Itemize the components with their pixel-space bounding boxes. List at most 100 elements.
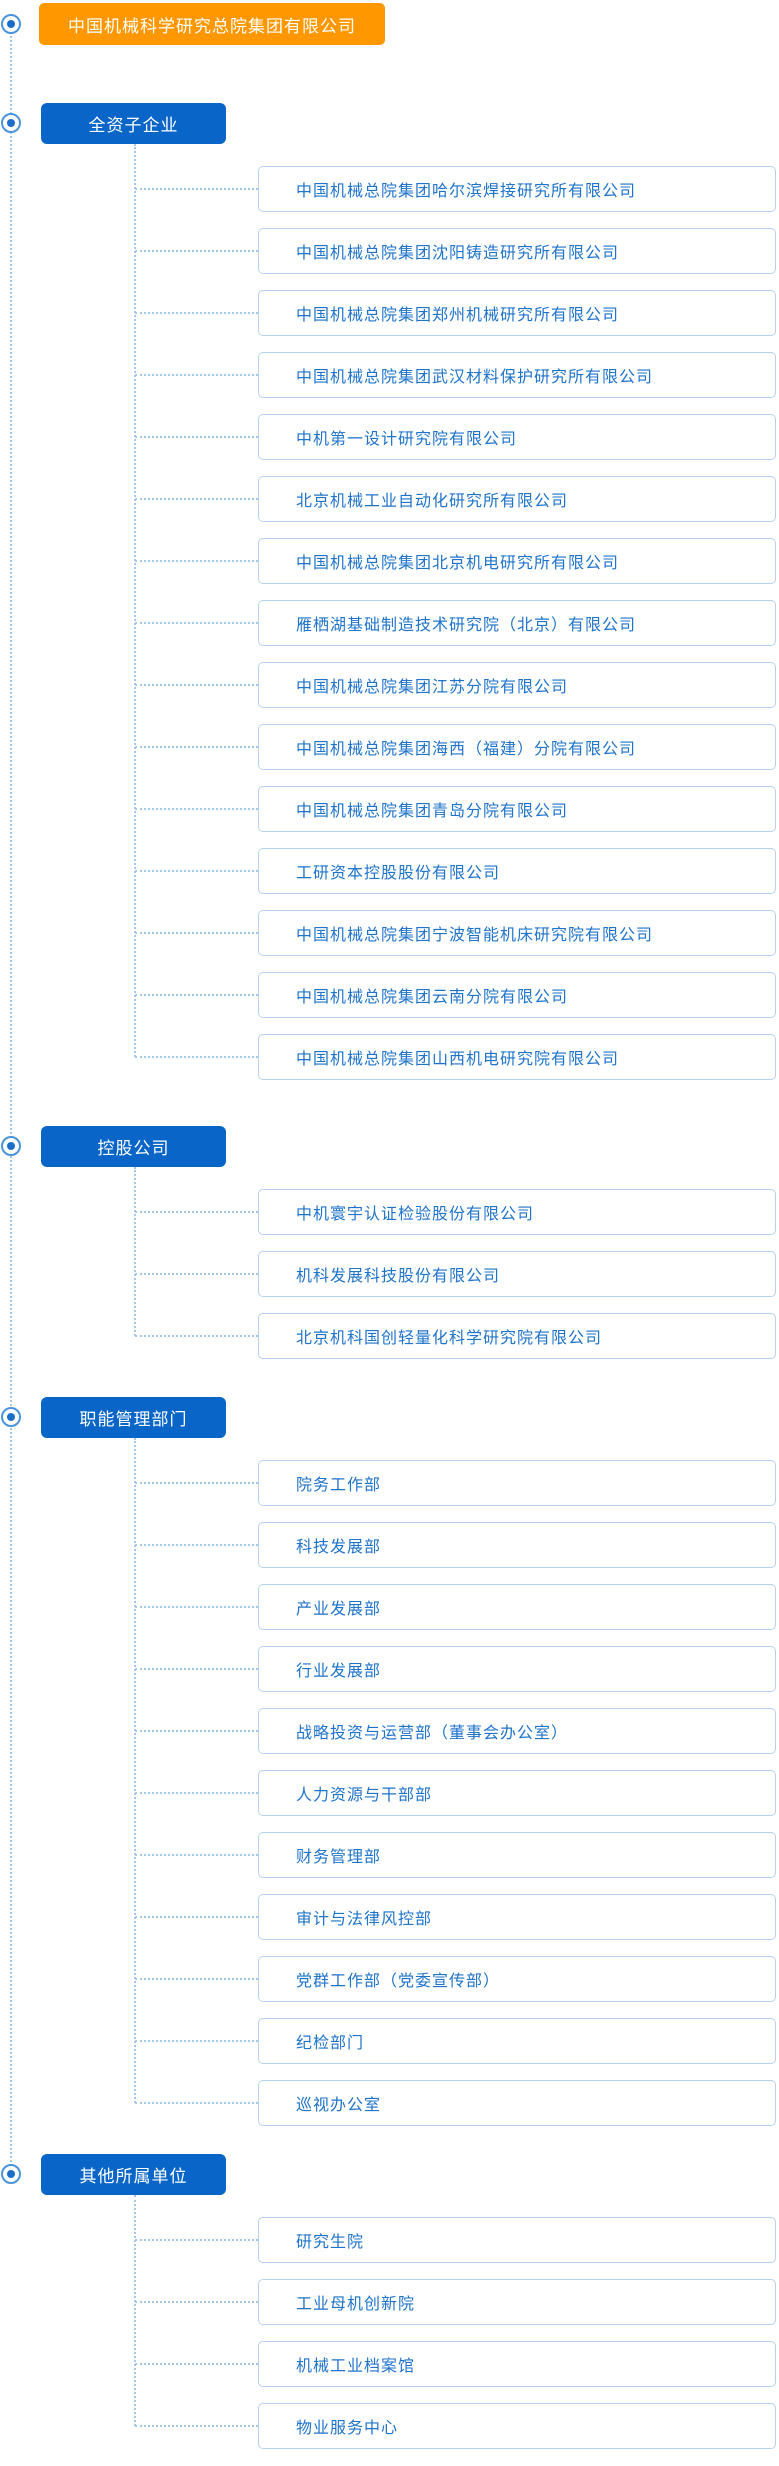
branch-connector-line: [135, 2239, 258, 2241]
branch-connector-line: [135, 2363, 258, 2365]
org-item-row: 纪检部门: [135, 2018, 779, 2064]
org-item-node[interactable]: 中机寰宇认证检验股份有限公司: [258, 1189, 776, 1235]
branch-connector-line: [135, 1792, 258, 1794]
org-item-node[interactable]: 中国机械总院集团山西机电研究院有限公司: [258, 1034, 776, 1080]
branch-connector-line: [135, 2102, 258, 2104]
org-item-row: 巡视办公室: [135, 2080, 779, 2126]
branch-connector-line: [135, 1916, 258, 1918]
org-item-row: 中机寰宇认证检验股份有限公司: [135, 1189, 779, 1235]
section-header-node: 其他所属单位: [41, 2154, 226, 2195]
org-item-node[interactable]: 中国机械总院集团武汉材料保护研究所有限公司: [258, 352, 776, 398]
radio-target-icon: [1, 1407, 21, 1427]
org-item-node[interactable]: 雁栖湖基础制造技术研究院（北京）有限公司: [258, 600, 776, 646]
org-item-row: 机科发展科技股份有限公司: [135, 1251, 779, 1297]
org-item-row: 行业发展部: [135, 1646, 779, 1692]
org-item-node[interactable]: 人力资源与干部部: [258, 1770, 776, 1816]
org-item-node[interactable]: 院务工作部: [258, 1460, 776, 1506]
org-item-row: 北京机科国创轻量化科学研究院有限公司: [135, 1313, 779, 1359]
section-items: 院务工作部 科技发展部 产业发展部 行业发展部 战略投资与运营部（董事会办公室）…: [0, 1438, 779, 2126]
org-item-node[interactable]: 中国机械总院集团青岛分院有限公司: [258, 786, 776, 832]
org-item-node[interactable]: 机科发展科技股份有限公司: [258, 1251, 776, 1297]
org-section: 其他所属单位 研究生院 工业母机创新院 机械工业档案馆 物业服务中心: [0, 2154, 779, 2449]
org-item-node[interactable]: 产业发展部: [258, 1584, 776, 1630]
branch-connector-line: [135, 1335, 258, 1337]
root-row: 中国机械科学研究总院集团有限公司: [0, 3, 779, 45]
org-item-row: 工研资本控股股份有限公司: [135, 848, 779, 894]
org-item-row: 机械工业档案馆: [135, 2341, 779, 2387]
bullet-dot-icon: [7, 1142, 15, 1150]
branch-connector-line: [135, 1854, 258, 1856]
org-item-node[interactable]: 党群工作部（党委宣传部）: [258, 1956, 776, 2002]
branch-connector-line: [135, 684, 258, 686]
section-items: 中国机械总院集团哈尔滨焊接研究所有限公司 中国机械总院集团沈阳铸造研究所有限公司…: [0, 144, 779, 1080]
org-item-row: 工业母机创新院: [135, 2279, 779, 2325]
org-item-row: 人力资源与干部部: [135, 1770, 779, 1816]
sections-container: 全资子企业 中国机械总院集团哈尔滨焊接研究所有限公司 中国机械总院集团沈阳铸造研…: [0, 103, 779, 2449]
branch-connector-line: [135, 2301, 258, 2303]
org-item-node[interactable]: 工研资本控股股份有限公司: [258, 848, 776, 894]
bullet-dot-icon: [7, 119, 15, 127]
org-item-row: 中国机械总院集团海西（福建）分院有限公司: [135, 724, 779, 770]
org-item-row: 北京机械工业自动化研究所有限公司: [135, 476, 779, 522]
org-item-node[interactable]: 科技发展部: [258, 1522, 776, 1568]
org-item-node[interactable]: 行业发展部: [258, 1646, 776, 1692]
org-item-node[interactable]: 审计与法律风控部: [258, 1894, 776, 1940]
branch-connector-line: [135, 932, 258, 934]
branch-connector-line: [135, 1056, 258, 1058]
org-section: 职能管理部门 院务工作部 科技发展部 产业发展部 行业发展部 战略投资与运营部（…: [0, 1397, 779, 2126]
org-item-node[interactable]: 中国机械总院集团北京机电研究所有限公司: [258, 538, 776, 584]
branch-connector-line: [135, 2425, 258, 2427]
org-item-row: 中国机械总院集团江苏分院有限公司: [135, 662, 779, 708]
org-item-row: 科技发展部: [135, 1522, 779, 1568]
org-item-node[interactable]: 工业母机创新院: [258, 2279, 776, 2325]
branch-connector-line: [135, 746, 258, 748]
bullet-dot-icon: [7, 2170, 15, 2178]
branch-connector-line: [135, 188, 258, 190]
branch-connector-line: [135, 994, 258, 996]
org-item-node[interactable]: 中国机械总院集团江苏分院有限公司: [258, 662, 776, 708]
bullet-dot-icon: [7, 20, 15, 28]
org-item-node[interactable]: 北京机械工业自动化研究所有限公司: [258, 476, 776, 522]
org-item-row: 中国机械总院集团云南分院有限公司: [135, 972, 779, 1018]
org-item-node[interactable]: 中国机械总院集团海西（福建）分院有限公司: [258, 724, 776, 770]
root-org-node: 中国机械科学研究总院集团有限公司: [39, 3, 385, 45]
org-item-node[interactable]: 中国机械总院集团沈阳铸造研究所有限公司: [258, 228, 776, 274]
org-item-node[interactable]: 中国机械总院集团哈尔滨焊接研究所有限公司: [258, 166, 776, 212]
org-item-row: 院务工作部: [135, 1460, 779, 1506]
org-item-node[interactable]: 中国机械总院集团郑州机械研究所有限公司: [258, 290, 776, 336]
org-item-row: 物业服务中心: [135, 2403, 779, 2449]
org-item-node[interactable]: 财务管理部: [258, 1832, 776, 1878]
org-item-node[interactable]: 研究生院: [258, 2217, 776, 2263]
branch-connector-line: [135, 1730, 258, 1732]
org-item-row: 中国机械总院集团武汉材料保护研究所有限公司: [135, 352, 779, 398]
org-item-node[interactable]: 纪检部门: [258, 2018, 776, 2064]
org-item-node[interactable]: 中国机械总院集团云南分院有限公司: [258, 972, 776, 1018]
org-item-row: 中国机械总院集团沈阳铸造研究所有限公司: [135, 228, 779, 274]
org-item-node[interactable]: 物业服务中心: [258, 2403, 776, 2449]
branch-connector-line: [135, 1482, 258, 1484]
org-section: 控股公司 中机寰宇认证检验股份有限公司 机科发展科技股份有限公司 北京机科国创轻…: [0, 1126, 779, 1359]
org-item-node[interactable]: 战略投资与运营部（董事会办公室）: [258, 1708, 776, 1754]
org-item-node[interactable]: 机械工业档案馆: [258, 2341, 776, 2387]
branch-connector-line: [135, 1668, 258, 1670]
branch-connector-line: [135, 870, 258, 872]
branch-connector-line: [135, 1606, 258, 1608]
branch-connector-line: [135, 374, 258, 376]
org-item-node[interactable]: 中机第一设计研究院有限公司: [258, 414, 776, 460]
org-item-row: 党群工作部（党委宣传部）: [135, 1956, 779, 2002]
org-item-row: 产业发展部: [135, 1584, 779, 1630]
org-item-row: 战略投资与运营部（董事会办公室）: [135, 1708, 779, 1754]
org-item-row: 中机第一设计研究院有限公司: [135, 414, 779, 460]
radio-target-icon: [1, 113, 21, 133]
section-items: 研究生院 工业母机创新院 机械工业档案馆 物业服务中心: [0, 2195, 779, 2449]
org-item-node[interactable]: 巡视办公室: [258, 2080, 776, 2126]
org-item-node[interactable]: 北京机科国创轻量化科学研究院有限公司: [258, 1313, 776, 1359]
org-item-row: 中国机械总院集团山西机电研究院有限公司: [135, 1034, 779, 1080]
org-item-row: 审计与法律风控部: [135, 1894, 779, 1940]
branch-connector-line: [135, 1544, 258, 1546]
branch-connector-line: [135, 1273, 258, 1275]
org-item-node[interactable]: 中国机械总院集团宁波智能机床研究院有限公司: [258, 910, 776, 956]
branch-connector-line: [135, 622, 258, 624]
org-item-row: 中国机械总院集团宁波智能机床研究院有限公司: [135, 910, 779, 956]
